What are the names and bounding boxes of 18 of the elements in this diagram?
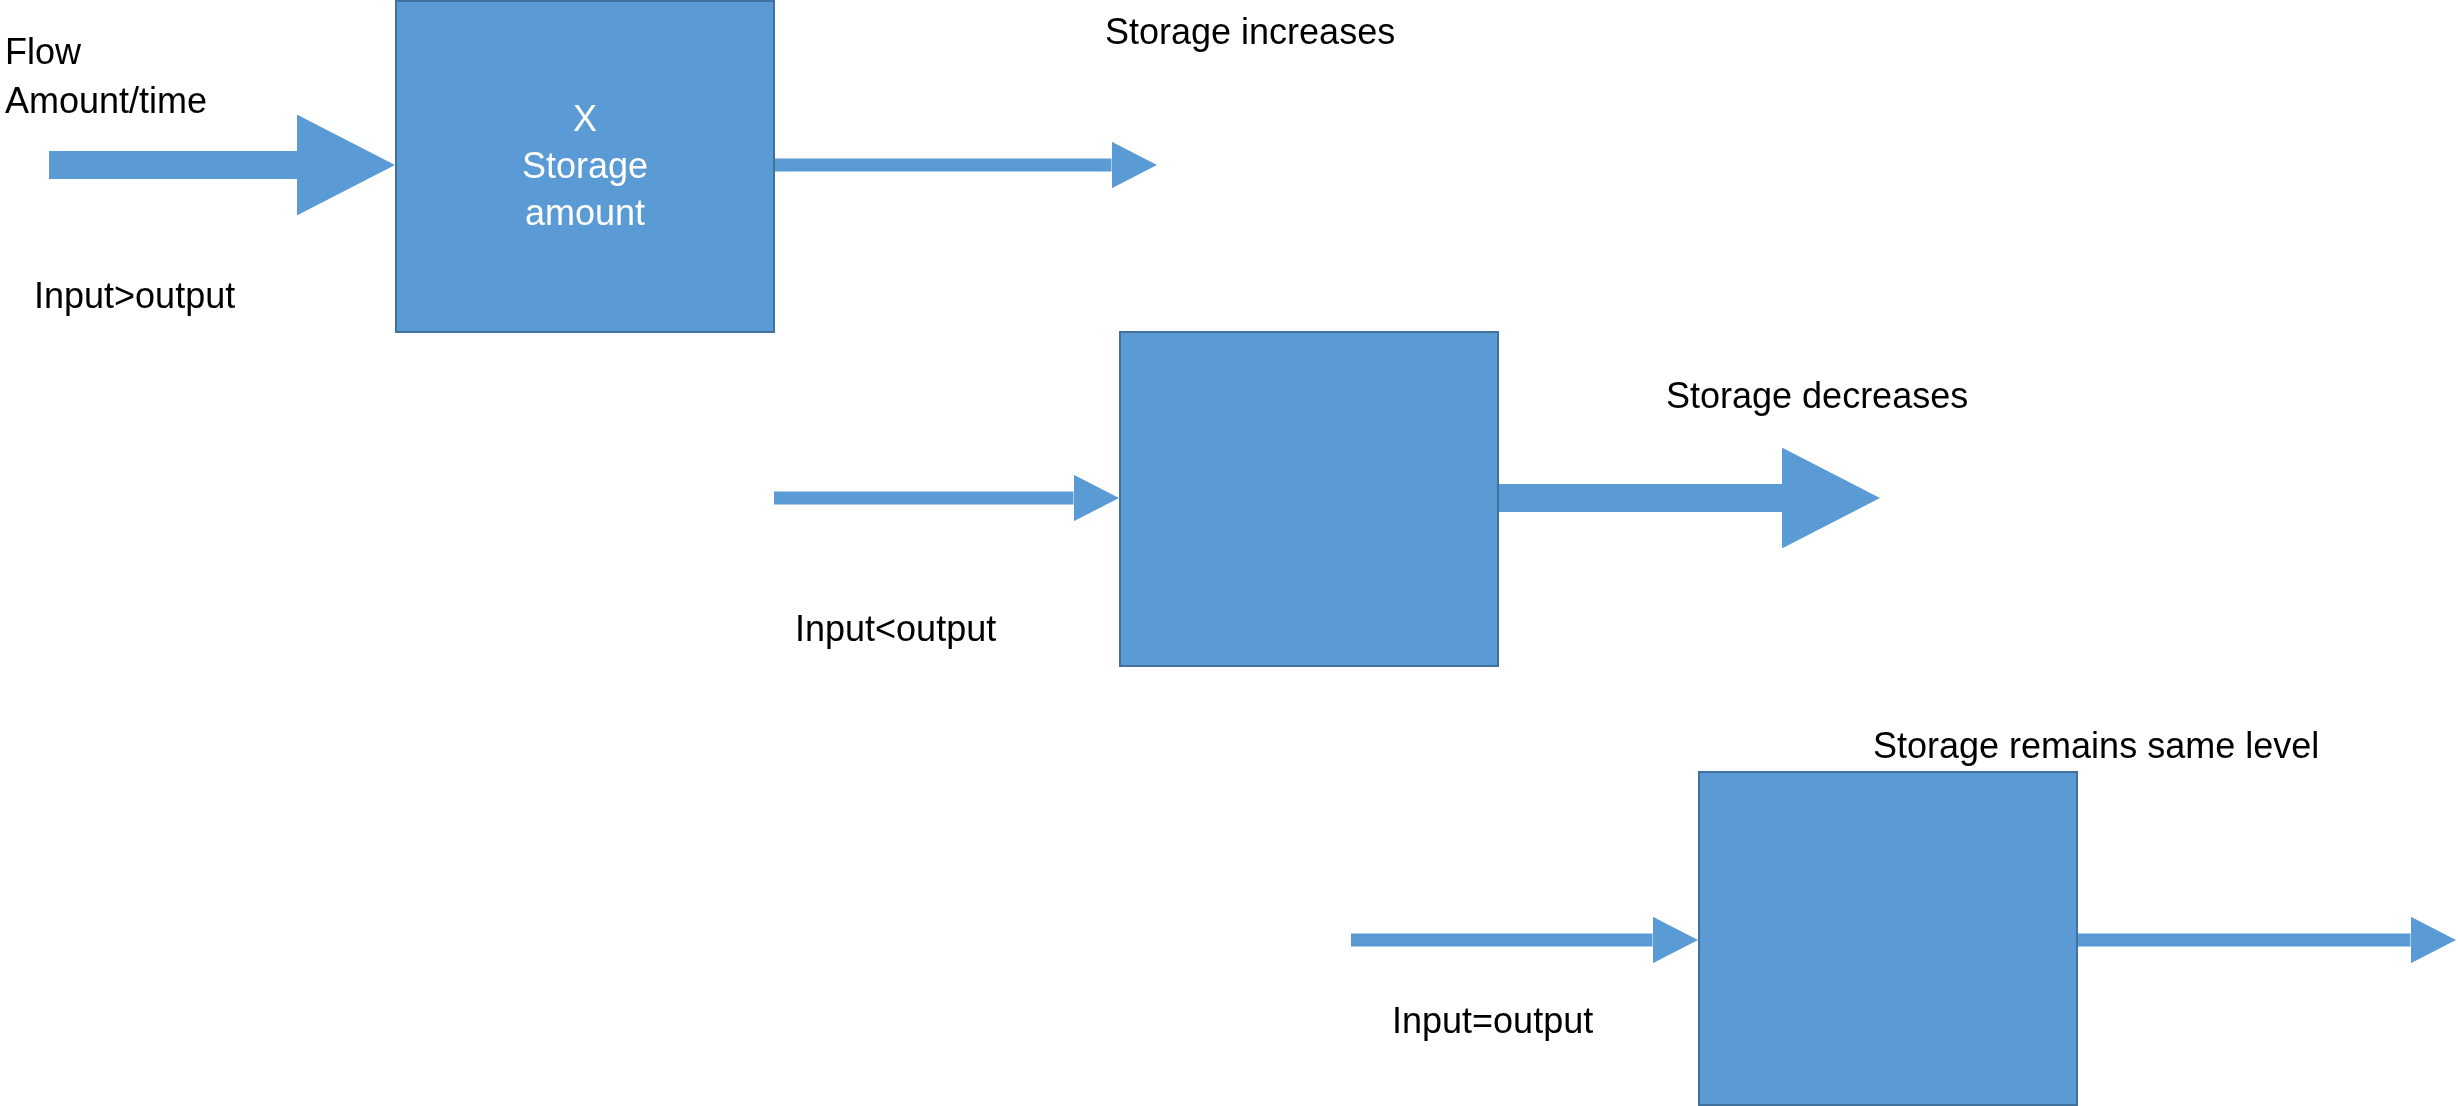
arrow <box>1499 447 1880 549</box>
arrow <box>774 474 1119 522</box>
box-text: X <box>573 97 597 142</box>
arrow <box>775 141 1157 189</box>
note-text: Input<output <box>795 607 997 651</box>
arrow <box>2078 916 2456 964</box>
arrow <box>49 114 395 216</box>
storage-box <box>1119 331 1499 667</box>
note-text: Input>output <box>34 274 236 318</box>
note-text: Flow Amount/time <box>5 30 209 123</box>
note-text: Input=output <box>1392 999 1594 1043</box>
note-text: Storage remains same level <box>1873 724 2320 768</box>
note-text: Storage decreases <box>1666 374 1969 418</box>
storage-box <box>1698 771 2078 1106</box>
note-text: Storage increases <box>1105 10 1396 54</box>
arrow <box>1351 916 1698 964</box>
storage-box <box>395 0 775 333</box>
box-text: Storage amount <box>520 144 650 235</box>
